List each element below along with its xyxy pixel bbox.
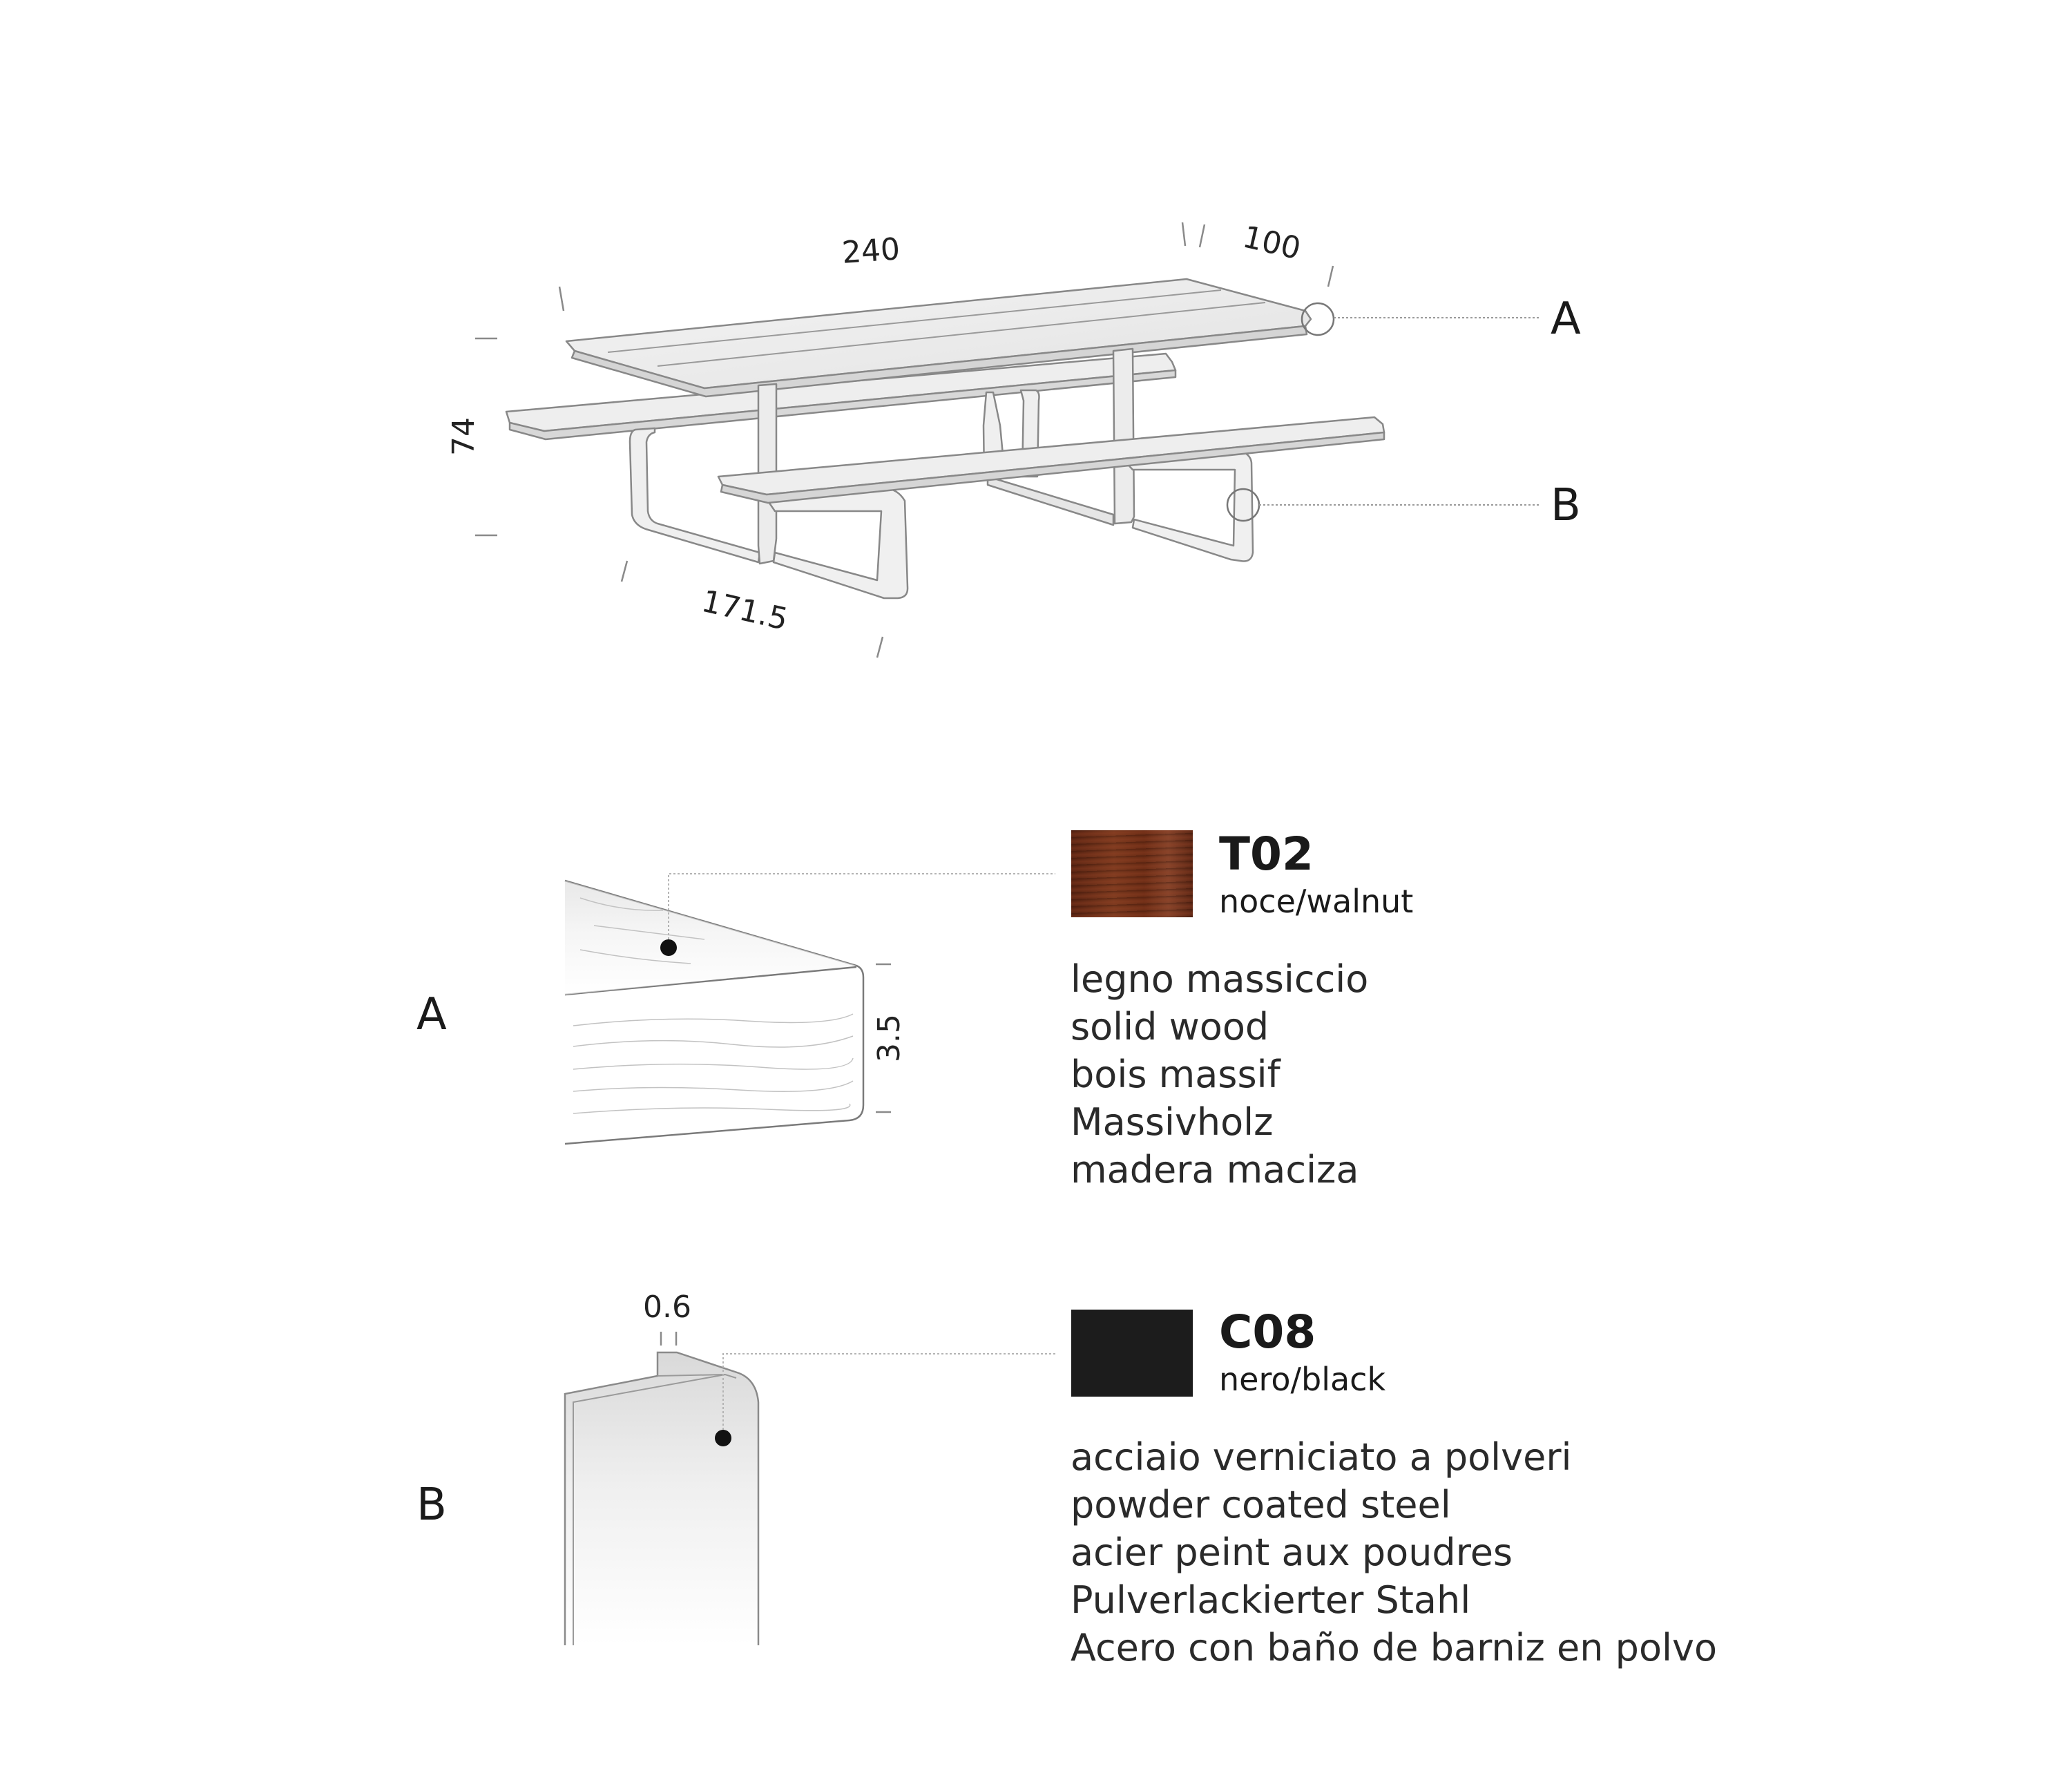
- description-de: Pulverlackierter Stahl: [1071, 1578, 1471, 1622]
- black-swatch: [1071, 1310, 1193, 1397]
- table-top: [565, 278, 1312, 398]
- detail-b-steel-profile: [564, 1332, 1055, 1645]
- description-en: powder coated steel: [1071, 1483, 1451, 1526]
- callout-label-b: B: [1551, 480, 1581, 531]
- callout-markers: [1226, 302, 1540, 522]
- callout-label-a: A: [1551, 294, 1581, 345]
- front-frame-left: [758, 486, 909, 600]
- detail-label-a: A: [416, 989, 447, 1040]
- description-it: legno massiccio: [1071, 957, 1369, 1001]
- back-bench: [505, 352, 1177, 441]
- dimension-ticks: [475, 222, 1334, 658]
- wood-grain: [573, 897, 854, 1114]
- picnic-table-illustration: [505, 278, 1385, 600]
- front-bench: [717, 416, 1385, 504]
- description-en: solid wood: [1071, 1005, 1269, 1049]
- material-description-a: legno massiccio solid wood bois massif M…: [1071, 955, 1368, 1194]
- description-fr: acier peint aux poudres: [1071, 1531, 1513, 1574]
- material-description-b: acciaio verniciato a polveri powder coat…: [1071, 1433, 1717, 1672]
- finish-point-b: [715, 1430, 731, 1446]
- width-dimension: 100: [1240, 220, 1304, 267]
- description-it: acciaio verniciato a polveri: [1071, 1435, 1572, 1479]
- walnut-swatch: [1071, 830, 1193, 917]
- thickness-dimension-a: 3.5: [872, 1014, 907, 1062]
- height-dimension: 74: [446, 417, 481, 456]
- finish-name-a: noce/walnut: [1219, 883, 1414, 920]
- length-dimension: 240: [841, 231, 901, 271]
- description-es: madera maciza: [1071, 1148, 1359, 1191]
- description-de: Massivholz: [1071, 1100, 1274, 1144]
- finish-point-a: [660, 939, 677, 956]
- detail-a-wood-edge: [564, 873, 1055, 1145]
- detail-label-b: B: [416, 1480, 447, 1531]
- bench-length-dimension: 171.5: [698, 584, 791, 638]
- description-fr: bois massif: [1071, 1053, 1280, 1096]
- thickness-dimension-b: 0.6: [643, 1290, 691, 1325]
- finish-name-b: nero/black: [1219, 1361, 1386, 1398]
- finish-code-a: T02: [1219, 827, 1314, 881]
- finish-code-b: C08: [1219, 1305, 1316, 1359]
- description-es: Acero con baño de barniz en polvo: [1071, 1626, 1717, 1669]
